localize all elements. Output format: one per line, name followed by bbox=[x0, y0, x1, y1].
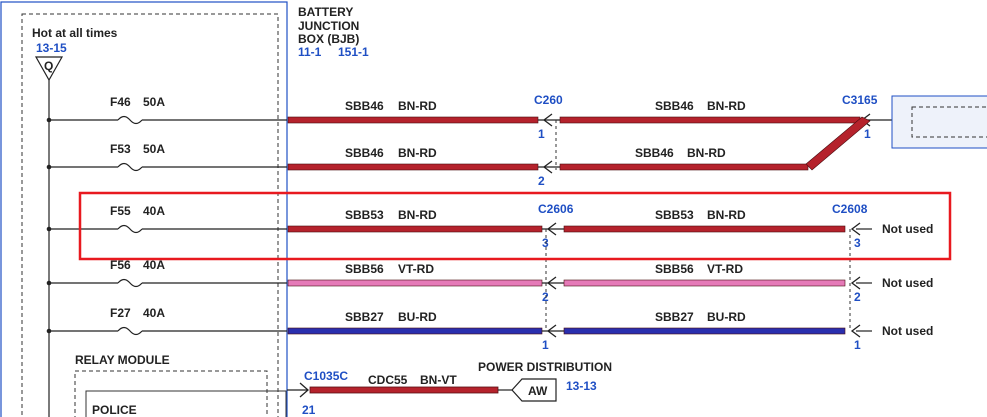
bottom-wire bbox=[309, 386, 499, 394]
wire-id-right: SBB53 bbox=[655, 208, 694, 222]
wire-color-left: BN-RD bbox=[398, 99, 437, 113]
pin-right[interactable]: 1 bbox=[854, 338, 861, 352]
connector-right[interactable]: C3165 bbox=[842, 93, 878, 107]
wire-left bbox=[287, 163, 539, 171]
pin-right[interactable]: 2 bbox=[854, 290, 861, 304]
wire-left bbox=[287, 225, 543, 233]
status-label: Not used bbox=[882, 276, 933, 290]
wire-id-left: SBB53 bbox=[345, 208, 384, 222]
bjb-title-line-1: BATTERY bbox=[298, 5, 353, 19]
bjb-ref-1[interactable]: 11-1 bbox=[298, 45, 322, 59]
wire-id-right: SBB46 bbox=[635, 146, 674, 160]
wire-right bbox=[563, 279, 846, 287]
wire-id-right: SBB27 bbox=[655, 310, 694, 324]
bjb-title-line-2: JUNCTION bbox=[298, 19, 359, 33]
bus-symbol-triangle bbox=[34, 56, 64, 82]
fuse-amp: 50A bbox=[143, 142, 165, 156]
wire-left bbox=[287, 327, 543, 335]
fuse-symbol bbox=[117, 115, 143, 125]
status-label: Not used bbox=[882, 222, 933, 236]
fuse-symbol bbox=[117, 162, 143, 172]
bottom-dest-ref[interactable]: 13-13 bbox=[566, 379, 597, 393]
relay-title: RELAY MODULE bbox=[75, 353, 170, 367]
relay-inner bbox=[85, 390, 287, 417]
wire-color-left: BN-RD bbox=[398, 208, 437, 222]
wire-right bbox=[559, 163, 809, 171]
wire-right bbox=[559, 116, 861, 124]
fuse-amp: 40A bbox=[143, 204, 165, 218]
wire-color-right: BU-RD bbox=[707, 310, 746, 324]
fuse-amp: 40A bbox=[143, 306, 165, 320]
connector-arrow-right bbox=[850, 276, 861, 290]
wire-left bbox=[287, 279, 543, 287]
connector-left[interactable]: C2606 bbox=[538, 202, 574, 216]
fuse-symbol bbox=[117, 224, 143, 234]
fuse-id: F46 bbox=[110, 95, 131, 109]
wire-id-left: SBB56 bbox=[345, 262, 384, 276]
wire-id-right: SBB56 bbox=[655, 262, 694, 276]
hot-ref[interactable]: 13-15 bbox=[36, 41, 67, 55]
connector-left[interactable]: C260 bbox=[534, 93, 563, 107]
fuse-symbol bbox=[117, 278, 143, 288]
wire-id-left: SBB27 bbox=[345, 310, 384, 324]
bottom-tag: AW bbox=[528, 384, 548, 398]
fuse-id: F56 bbox=[110, 258, 131, 272]
wire-color-left: BN-RD bbox=[398, 146, 437, 160]
pin-right[interactable]: 1 bbox=[864, 127, 871, 141]
fuse-id: F53 bbox=[110, 142, 131, 156]
c3165-device-box bbox=[891, 95, 987, 149]
wire-color-right: VT-RD bbox=[707, 262, 743, 276]
fuse-id: F55 bbox=[110, 204, 131, 218]
bus-symbol-label: Q bbox=[44, 59, 53, 73]
bottom-pin: 21 bbox=[302, 403, 316, 417]
wire-color-right: BN-RD bbox=[707, 99, 746, 113]
bjb-ref-2[interactable]: 151-1 bbox=[338, 45, 369, 59]
relay-inner-label: POLICE bbox=[92, 403, 137, 417]
fuse-box-outline bbox=[21, 13, 279, 417]
wire-right bbox=[563, 225, 846, 233]
hot-label: Hot at all times bbox=[32, 26, 118, 40]
bjb-title-line-3: BOX (BJB) bbox=[298, 32, 359, 46]
wire-right bbox=[563, 327, 846, 335]
bottom-connector[interactable]: C1035C bbox=[304, 369, 348, 383]
c3165-device-inner bbox=[911, 106, 987, 138]
fuse-symbol bbox=[117, 326, 143, 336]
connector-right[interactable]: C2608 bbox=[832, 202, 868, 216]
wire-color-right: BN-RD bbox=[707, 208, 746, 222]
pin-right[interactable]: 3 bbox=[854, 236, 861, 250]
bottom-wire-color: BN-VT bbox=[420, 373, 457, 387]
pin-left[interactable]: 1 bbox=[542, 338, 549, 352]
wire-id-left: SBB46 bbox=[345, 146, 384, 160]
wire-id-right: SBB46 bbox=[655, 99, 694, 113]
wire-color-left: VT-RD bbox=[398, 262, 434, 276]
fuse-id: F27 bbox=[110, 306, 131, 320]
bottom-dest: POWER DISTRIBUTION bbox=[478, 360, 612, 374]
status-label: Not used bbox=[882, 324, 933, 338]
bottom-wire-id: CDC55 bbox=[368, 373, 408, 387]
bjb-frame bbox=[0, 1, 288, 417]
connector-arrow-right bbox=[850, 222, 861, 236]
pin-left[interactable]: 1 bbox=[538, 127, 545, 141]
wire-color-right: BN-RD bbox=[687, 146, 726, 160]
pin-left[interactable]: 2 bbox=[538, 174, 545, 188]
wire-id-left: SBB46 bbox=[345, 99, 384, 113]
highlight-box bbox=[78, 191, 952, 261]
fuse-amp: 40A bbox=[143, 258, 165, 272]
wire-left bbox=[287, 116, 539, 124]
wire-color-left: BU-RD bbox=[398, 310, 437, 324]
wire-diagonal bbox=[805, 116, 871, 171]
bottom-tag-shape bbox=[511, 378, 557, 402]
fuse-amp: 50A bbox=[143, 95, 165, 109]
connector-arrow-right bbox=[850, 324, 861, 338]
